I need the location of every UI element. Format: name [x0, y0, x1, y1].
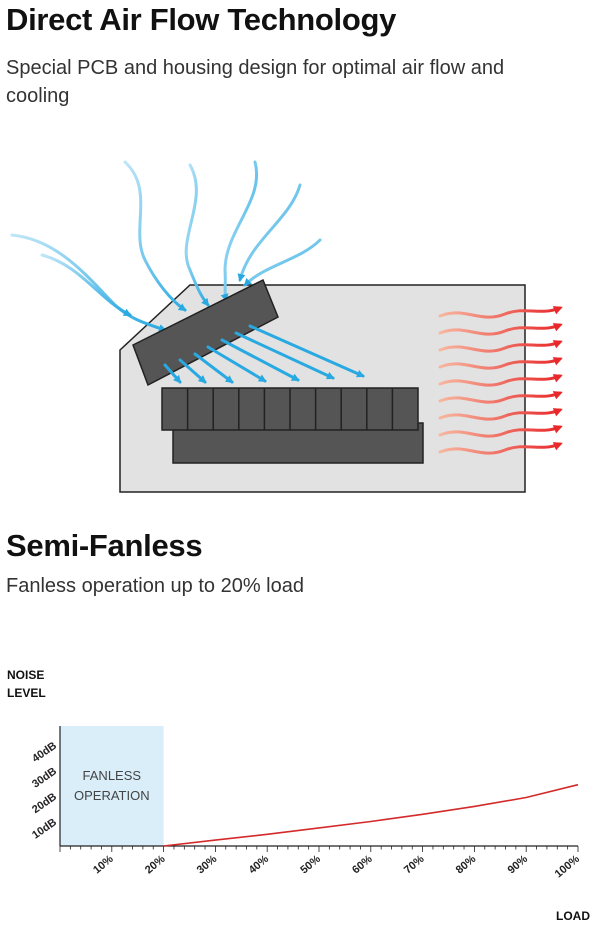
internal-air-arrow — [234, 331, 335, 380]
internal-air-arrow — [163, 363, 182, 384]
x-tick-label: 40% — [247, 853, 272, 876]
internal-air-arrow — [248, 324, 365, 378]
noise-chart: NOISE LEVEL FANLESS OPERATION 10dB20dB30… — [7, 668, 590, 923]
x-tick-label: 90% — [506, 853, 531, 876]
section-subtitle-airflow: Special PCB and housing design for optim… — [6, 57, 505, 107]
cool-air-arrow — [220, 160, 259, 302]
x-tick-label: 100% — [553, 853, 582, 880]
fanless-zone-label-line2: OPERATION — [74, 788, 150, 803]
cool-air-arrow — [40, 253, 132, 317]
internal-air-arrow — [206, 345, 267, 383]
section-title-airflow: Direct Air Flow Technology — [6, 2, 397, 37]
x-axis-title: LOAD — [556, 909, 590, 923]
internal-air-flow — [163, 324, 365, 384]
y-tick-label: 40dB — [30, 740, 59, 765]
hot-air-arrow — [438, 374, 563, 387]
hot-air-arrow — [438, 340, 563, 353]
cool-air-flow — [10, 160, 322, 332]
x-tick-label: 10% — [91, 853, 116, 876]
x-tick-labels: 10% 20% 30% 40% 50% 60% 70% 80% 90% 100% — [91, 853, 582, 880]
hot-air-arrow — [438, 323, 563, 336]
x-tick-label: 80% — [454, 853, 479, 876]
x-tick-label: 60% — [350, 853, 375, 876]
x-tick-label: 70% — [402, 853, 427, 876]
fanless-zone-label-line1: FANLESS — [83, 768, 142, 783]
hot-air-arrow — [438, 391, 563, 404]
internal-air-arrow — [193, 352, 234, 384]
cool-air-arrow — [243, 238, 322, 287]
hot-air-arrow — [438, 408, 563, 421]
y-tick-label: 10dB — [30, 816, 59, 841]
hot-air-arrow — [438, 306, 563, 319]
x-tick-label: 30% — [195, 853, 220, 876]
y-tick-label: 20dB — [30, 791, 59, 816]
section-title-semifanless: Semi-Fanless — [6, 528, 203, 563]
noise-curve — [163, 783, 579, 847]
chart-axes — [59, 726, 579, 852]
pcb-heatsink — [161, 387, 424, 464]
hot-air-arrow — [438, 357, 563, 370]
y-axis-title-line2: LEVEL — [7, 686, 46, 700]
hot-air-arrow — [438, 425, 563, 438]
y-tick-label: 30dB — [30, 765, 59, 790]
cool-air-arrow — [237, 183, 302, 282]
cool-air-arrow — [184, 163, 210, 307]
fanless-zone — [60, 726, 164, 846]
airflow-diagram — [10, 160, 563, 493]
fan-panel — [132, 278, 279, 387]
x-tick-label: 20% — [143, 853, 168, 876]
section-subtitle-semifanless: Fanless operation up to 20% load — [6, 575, 304, 597]
cool-air-arrow — [123, 160, 187, 312]
x-tick-label: 50% — [298, 853, 323, 876]
y-axis-title-line1: NOISE — [7, 668, 44, 682]
hot-air-flow — [438, 306, 563, 455]
internal-air-arrow — [178, 358, 207, 384]
hot-air-arrow — [438, 442, 563, 455]
internal-air-arrow — [220, 338, 300, 382]
